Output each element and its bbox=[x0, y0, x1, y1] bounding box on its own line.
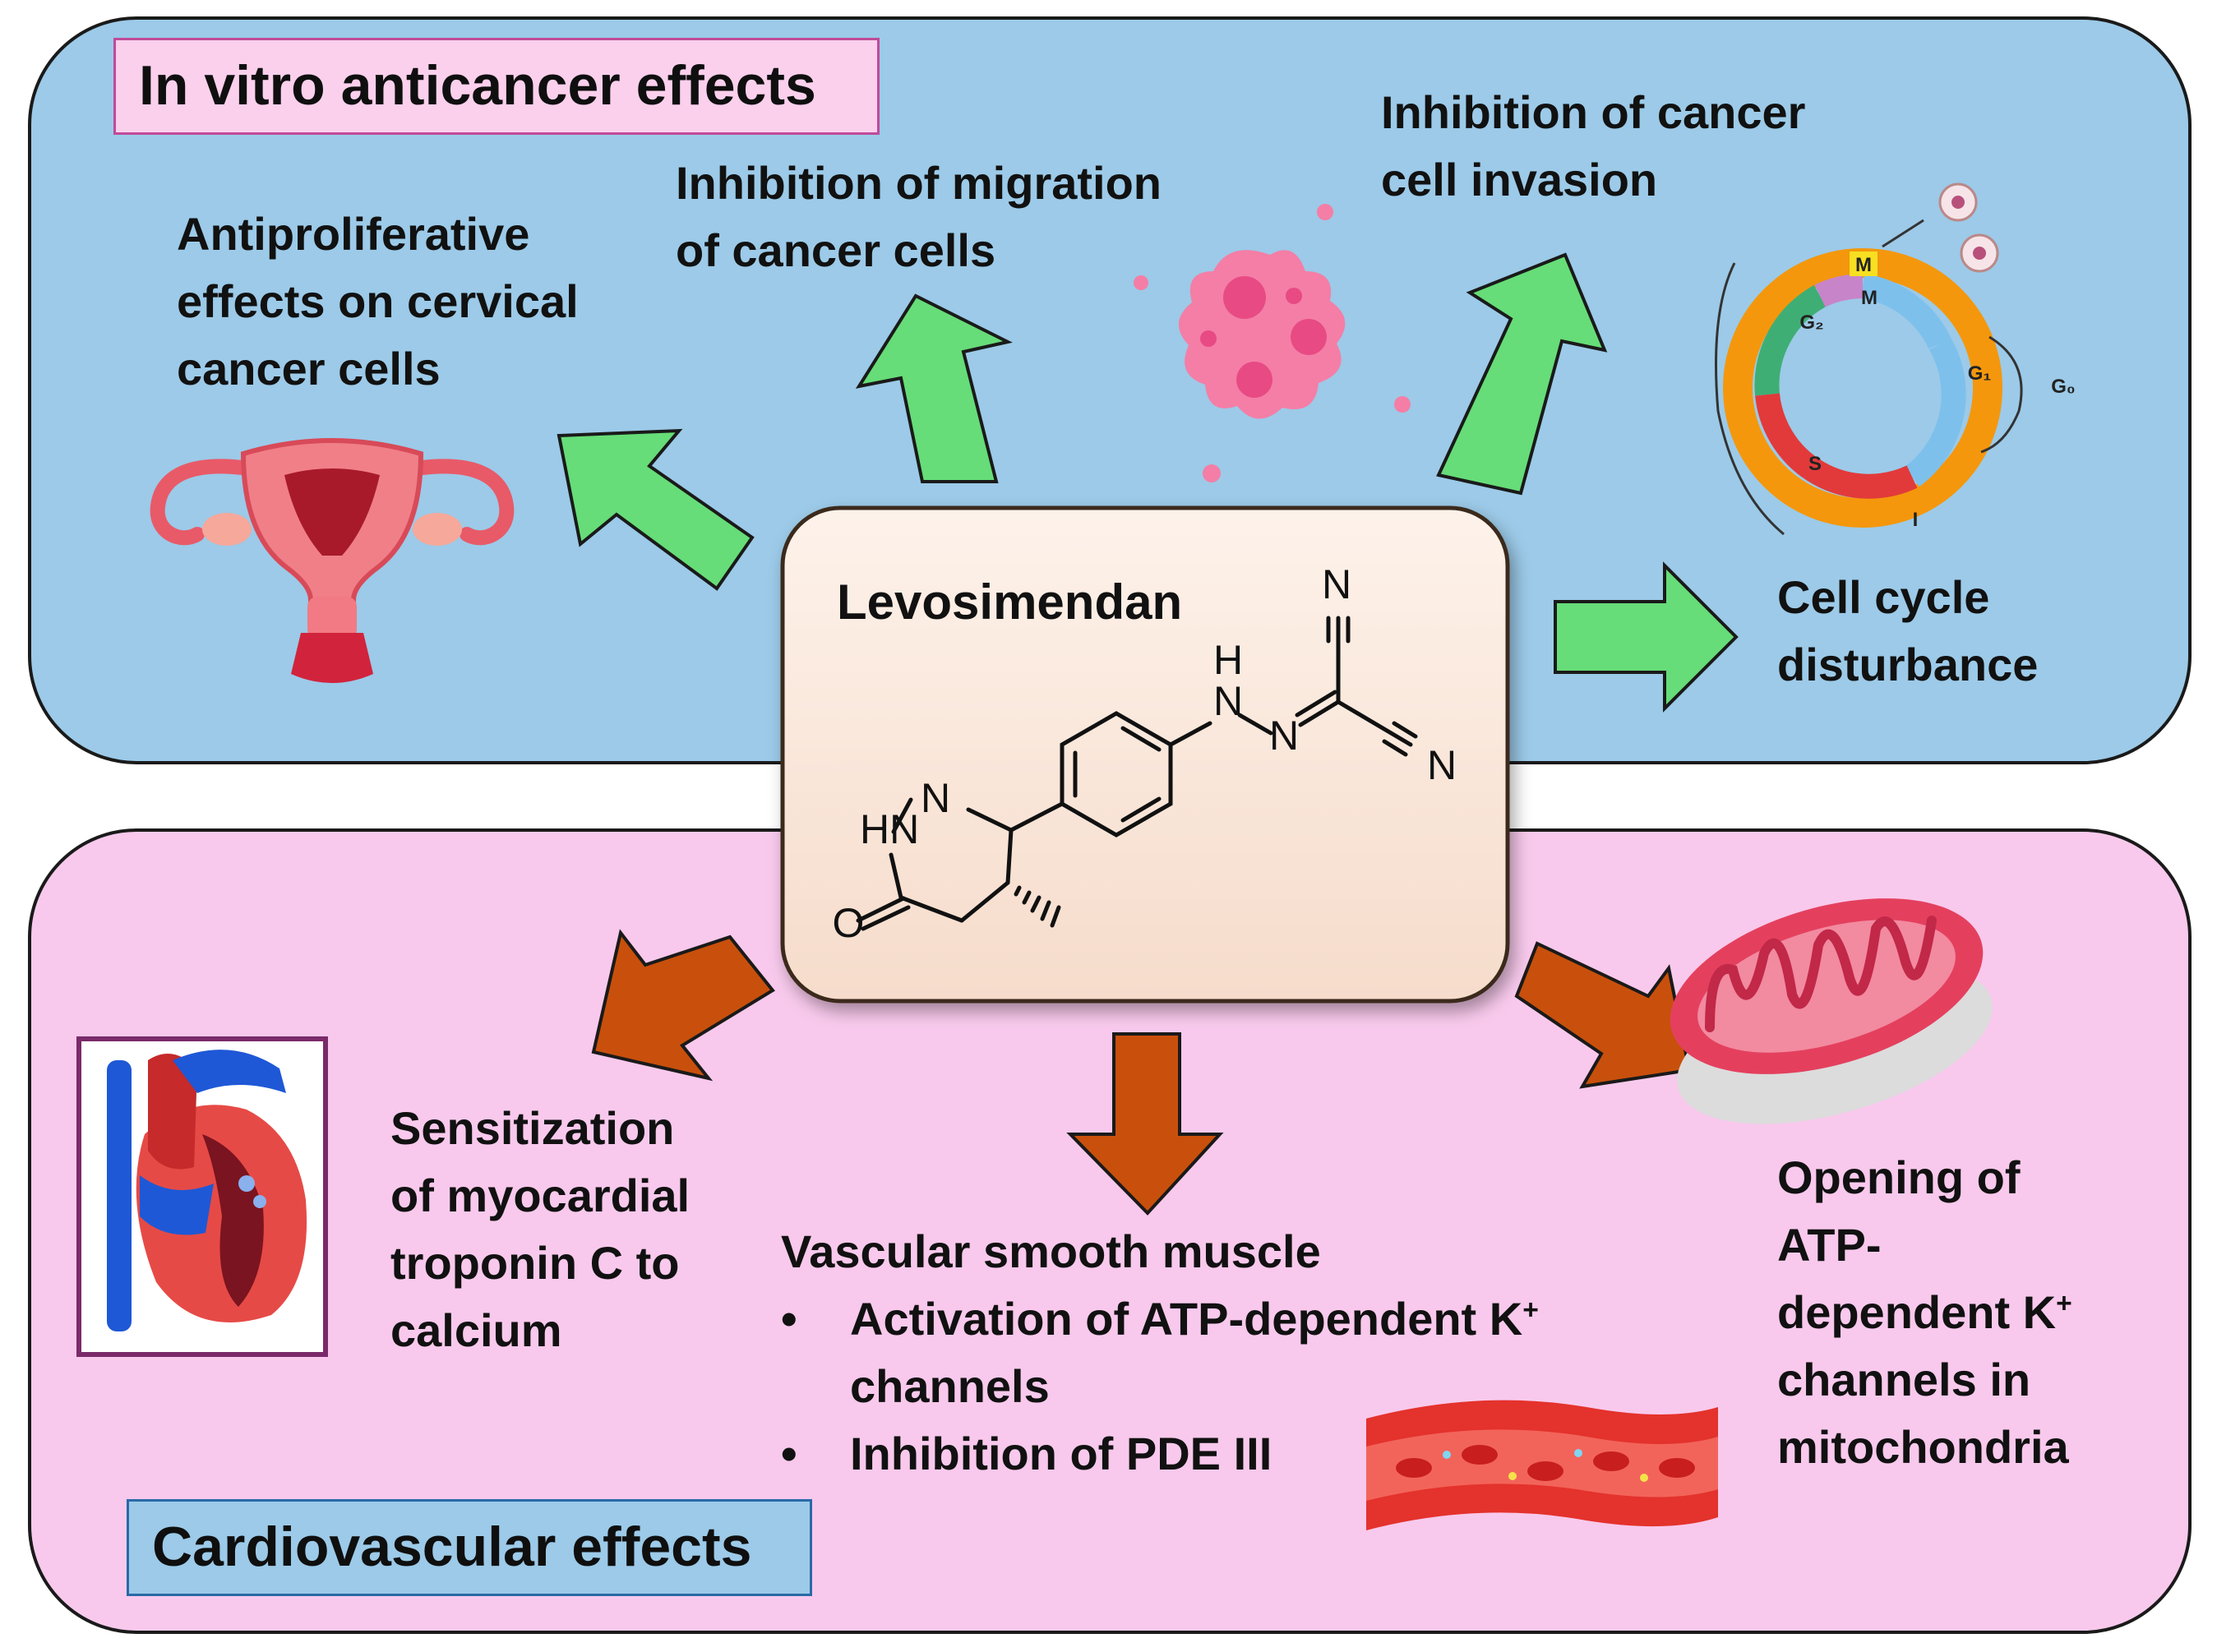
atom-n-ring: N bbox=[921, 775, 950, 821]
arrow-to-invasion bbox=[1436, 252, 1608, 496]
heart-icon bbox=[76, 1036, 328, 1357]
vascular-bullets: Activation of ATP-dependent K+ channels … bbox=[781, 1285, 1644, 1488]
drug-name: Levosimendan bbox=[837, 575, 1183, 630]
phase-i: I bbox=[1913, 509, 1919, 531]
cell-cycle-phase-labels: M M G₂ G₁ G₀ S I bbox=[1799, 254, 2075, 531]
atom-n-hydrazone: N bbox=[1269, 713, 1299, 759]
phase-g1: G₁ bbox=[1968, 362, 1992, 385]
atom-hn: HN bbox=[860, 806, 919, 852]
uterus-icon bbox=[150, 438, 515, 683]
arrow-to-vascular bbox=[1066, 1032, 1224, 1216]
arrow-to-mitochondria bbox=[1514, 941, 1692, 1089]
vascular-label: Vascular smooth muscle Activation of ATP… bbox=[781, 1218, 1644, 1488]
cell-cycle-label: Cell cycle disturbance bbox=[1777, 571, 2039, 690]
invasion-label: Inhibition of cancer cell invasion bbox=[1381, 86, 1806, 205]
atom-n-top: N bbox=[1322, 561, 1351, 607]
atom-nh-n: N bbox=[1213, 678, 1243, 724]
arrow-to-antiproliferative bbox=[557, 428, 755, 591]
migration-label: Inhibition of migration of cancer cells bbox=[676, 157, 1162, 276]
arrow-to-migration bbox=[855, 293, 1013, 483]
cell-cycle-icon bbox=[1715, 182, 2023, 536]
bottom-panel-tag: Cardiovascular effects bbox=[127, 1499, 812, 1596]
cancer-cell-icon bbox=[1134, 204, 1411, 482]
myocardial-label: Sensitization of myocardial troponin C t… bbox=[390, 1102, 691, 1356]
arrow-to-cell-cycle bbox=[1554, 561, 1739, 713]
vascular-bullet-pde: Inhibition of PDE III bbox=[781, 1420, 1644, 1488]
mitochondria-label: Opening of ATP- dependent K+ channels in… bbox=[1777, 1151, 2072, 1473]
phase-m-outer: M bbox=[1855, 254, 1872, 276]
structure-atom-labels: N H N N N HN N O bbox=[833, 561, 1457, 946]
atom-o: O bbox=[833, 900, 865, 946]
vascular-bullet-atp: Activation of ATP-dependent K+ channels bbox=[781, 1285, 1644, 1420]
antiproliferative-label: Antiproliferative effects on cervical ca… bbox=[177, 208, 579, 395]
atom-h: H bbox=[1213, 637, 1243, 683]
atom-n-nitrile: N bbox=[1427, 742, 1457, 788]
arrow-to-myocardial bbox=[591, 929, 775, 1082]
levosimendan-structure bbox=[856, 616, 1418, 931]
phase-m-inner: M bbox=[1861, 287, 1878, 309]
phase-g0: G₀ bbox=[2051, 376, 2075, 398]
vascular-title: Vascular smooth muscle bbox=[781, 1225, 1321, 1277]
phase-g2: G₂ bbox=[1799, 311, 1823, 334]
top-panel-tag: In vitro anticancer effects bbox=[113, 38, 880, 135]
mitochondrion-icon bbox=[1670, 898, 1993, 1124]
phase-s: S bbox=[1808, 453, 1822, 475]
